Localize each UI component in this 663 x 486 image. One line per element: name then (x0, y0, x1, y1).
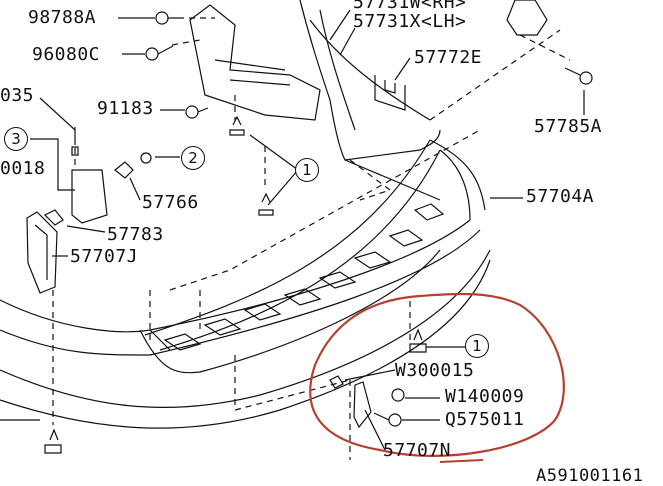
part-label-57731x: 57731X<LH> (353, 11, 467, 32)
part-label-91183: 91183 (97, 98, 154, 119)
highlight-circle (309, 292, 565, 457)
part-label-57704a: 57704A (526, 186, 595, 207)
part-label-w140009: W140009 (445, 386, 525, 407)
part-label-57772e: 57772E (414, 47, 483, 68)
reference-circle-1-lower: 1 (465, 334, 489, 358)
figure-code: A591001161 (536, 466, 644, 486)
part-label-57731w: 57731W<RH> (353, 0, 467, 13)
reference-circle-3: 3 (4, 127, 28, 151)
part-label-96080c: 96080C (32, 44, 101, 65)
reference-circle-2: 2 (181, 146, 205, 170)
part-label-57783: 57783 (107, 224, 164, 245)
reference-circle-1-upper: 1 (295, 158, 319, 182)
part-label-57707n: 57707N (383, 440, 452, 461)
part-label-w300015: W300015 (395, 360, 475, 381)
part-label-98788a: 98788A (28, 7, 97, 28)
part-label-0018: 0018 (0, 158, 46, 179)
part-label-57785a: 57785A (534, 116, 603, 137)
part-label-q575011: Q575011 (445, 409, 525, 430)
part-label-035: 035 (0, 85, 35, 106)
part-label-57766: 57766 (142, 192, 199, 213)
part-label-57707j: 57707J (70, 246, 139, 267)
